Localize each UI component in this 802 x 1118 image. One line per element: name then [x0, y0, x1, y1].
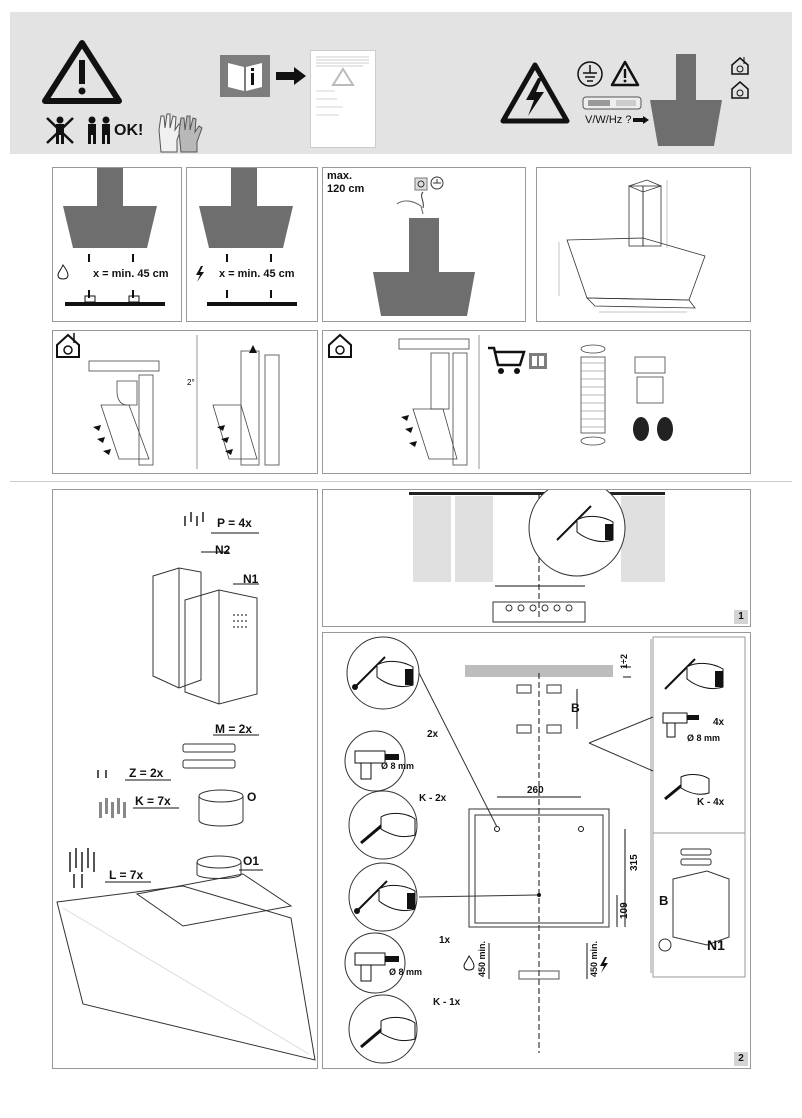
- panel-gas-distance: x = min. 45 cm: [52, 167, 182, 322]
- part-z-label: Z = 2x: [129, 766, 164, 780]
- warning-icon: [42, 40, 122, 104]
- cart-icon: [488, 346, 526, 374]
- part-o1-label: O1: [243, 854, 260, 868]
- k1x-label: K - 1x: [433, 997, 461, 1008]
- recirculation-icon: [731, 81, 749, 99]
- hood-illustration: [650, 54, 722, 146]
- part-l-label: L = 7x: [109, 868, 144, 882]
- side-b-label: B: [659, 893, 669, 908]
- warning-small-icon: [610, 60, 640, 87]
- pencil-hand-icon: [556, 505, 614, 543]
- part-m-label: M = 2x: [215, 722, 253, 736]
- screwdriver-icon: [360, 1016, 416, 1049]
- side-k4x-label: K - 4x: [697, 797, 725, 808]
- panel-parts-list: P = 4x N2 N1 M = 2x Z = 2x K = 7x O O1 L…: [52, 489, 318, 1069]
- gas-distance-label: x = min. 45 cm: [93, 268, 169, 280]
- drill-icon: [354, 750, 399, 780]
- gas-flame-icon: [463, 954, 475, 971]
- dim-b-label: B: [571, 701, 580, 715]
- arrow-right-small-icon: [633, 116, 649, 124]
- panel-max-length: max. 120 cm: [322, 167, 526, 322]
- panel-recirculation: [322, 330, 751, 474]
- drill-1x-label: 1x: [439, 935, 451, 946]
- lightning-icon: [600, 957, 608, 973]
- drill-size-a-label: Ø 8 mm: [381, 761, 415, 771]
- part-n2-label: N2: [215, 543, 231, 557]
- pencil-hand-icon: [352, 656, 414, 690]
- dim-260-label: 260: [527, 785, 544, 796]
- screwdriver-icon: [664, 774, 710, 801]
- max-value: 120 cm: [327, 183, 365, 195]
- part-n1-label: N1: [243, 572, 259, 586]
- k2x-label: K - 2x: [419, 793, 447, 804]
- lightning-icon: [196, 266, 204, 282]
- panel-dimensions: [536, 167, 751, 322]
- drill-size-b-label: Ø 8 mm: [389, 967, 423, 977]
- manual-page: [310, 50, 376, 148]
- step-1-badge: 1: [734, 610, 748, 624]
- min-450-b-label: 450 min.: [589, 940, 599, 977]
- screwdriver-icon: [360, 812, 416, 845]
- two-persons-icon: [88, 116, 110, 144]
- drill-icon: [662, 712, 699, 738]
- duct-out-panel-icon: [56, 333, 80, 358]
- dim-12-label: 1÷2: [619, 654, 629, 669]
- gas-flame-icon: [57, 263, 69, 280]
- side-drill-label: Ø 8 mm: [687, 733, 721, 743]
- part-p-label: P = 4x: [217, 516, 252, 530]
- manual-small-icon: [529, 353, 547, 369]
- pencil-hand-icon: [354, 880, 416, 914]
- voltage-label: V/W/Hz ?: [585, 114, 632, 126]
- max-label: max.: [327, 170, 353, 182]
- panel-step-1: 1: [322, 489, 751, 627]
- svg-text:2°: 2°: [187, 378, 195, 387]
- manual-icon: [220, 55, 270, 97]
- section-divider: [10, 481, 792, 482]
- gloves-icon: [158, 113, 203, 153]
- dim-315-label: 315: [629, 854, 640, 871]
- side-n1-label: N1: [707, 937, 725, 953]
- min-450-a-label: 450 min.: [477, 940, 487, 977]
- panel-electric-distance: x = min. 45 cm: [186, 167, 318, 322]
- part-o-label: O: [247, 790, 257, 804]
- rating-plate-icon: [582, 96, 642, 110]
- pencil-hand-icon: [664, 658, 724, 690]
- part-k-label: K = 7x: [135, 794, 171, 808]
- arrow-right-icon: [276, 67, 306, 85]
- drill-2x-label: 2x: [427, 729, 439, 740]
- side-4x-label: 4x: [713, 717, 725, 728]
- dim-109-label: 109: [619, 902, 630, 919]
- recirculation-panel-icon: [328, 333, 352, 358]
- ok-label: OK!: [114, 122, 144, 139]
- no-single-person-icon: [46, 116, 74, 144]
- earth-icon: [577, 61, 603, 87]
- panel-ducting-out: 2°: [52, 330, 318, 474]
- drill-icon: [354, 952, 399, 982]
- duct-out-icon: [731, 57, 749, 75]
- step-2-badge: 2: [734, 1052, 748, 1066]
- electric-hazard-icon: [500, 62, 570, 124]
- panel-step-2: 2x Ø 8 mm K - 2x 260 315 109 B 1÷2 450 m…: [322, 632, 751, 1069]
- electric-distance-label: x = min. 45 cm: [219, 268, 295, 280]
